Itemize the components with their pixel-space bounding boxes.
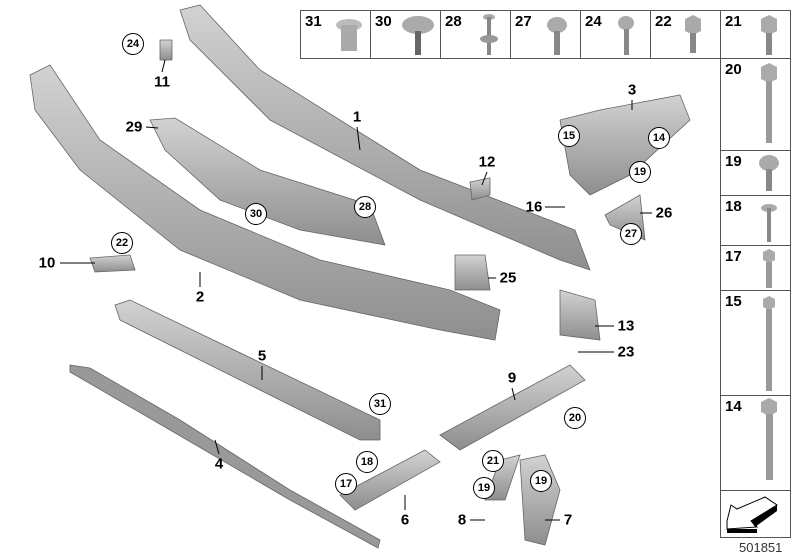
legend-cell-21: 21 (720, 10, 791, 59)
part-2-bumper-absorber (29, 64, 501, 341)
legend-number: 31 (305, 13, 322, 30)
hex-bolt-icon (685, 15, 701, 53)
callout-4: 4 (214, 455, 224, 473)
rivet-nut-icon (336, 19, 362, 51)
legend-number: 14 (725, 398, 742, 415)
legend-number: 27 (515, 13, 532, 30)
legend-cell-19: 19 (720, 150, 791, 196)
socket-screw-icon (618, 16, 634, 55)
legend-cell-22: 22 (650, 10, 721, 59)
callout-16: 16 (525, 198, 543, 216)
torx-screw-icon (759, 155, 779, 191)
circled-callout-20: 20 (564, 407, 586, 429)
legend-number: 21 (725, 13, 742, 30)
part-6-crash-box (339, 449, 441, 511)
callout-5: 5 (257, 347, 267, 365)
circled-callout-22: 22 (111, 232, 133, 254)
legend-cell-27: 27 (510, 10, 581, 59)
legend-number: 20 (725, 61, 742, 78)
callout-7: 7 (563, 511, 573, 529)
callout-25: 25 (499, 269, 517, 287)
circled-callout-27: 27 (620, 223, 642, 245)
callout-13: 13 (617, 317, 635, 335)
callout-3: 3 (627, 81, 637, 99)
legend-cell-20: 20 (720, 58, 791, 151)
circled-callout-19: 19 (629, 161, 651, 183)
hex-bolt-icon (761, 63, 777, 143)
callout-8: 8 (457, 511, 467, 529)
part-4-strip (69, 364, 381, 549)
callout-1: 1 (352, 108, 362, 126)
legend-number: 17 (725, 248, 742, 265)
hex-bolt-icon (761, 15, 777, 55)
callout-23: 23 (617, 343, 635, 361)
circled-callout-17: 17 (335, 473, 357, 495)
legend-cell-24: 24 (580, 10, 651, 59)
part-29-panel (149, 117, 386, 246)
callout-9: 9 (507, 369, 517, 387)
legend-number: 30 (375, 13, 392, 30)
circled-callout-15: 15 (558, 125, 580, 147)
part-13-bracket (559, 289, 601, 341)
part-7-bracket (519, 454, 561, 546)
expanding-rivet-icon (402, 16, 434, 55)
legend-number: 15 (725, 293, 742, 310)
circled-callout-14: 14 (648, 127, 670, 149)
part-11-clip (159, 39, 173, 61)
callout-26: 26 (655, 204, 673, 222)
blind-rivet-icon (761, 204, 777, 242)
callout-2: 2 (195, 288, 205, 306)
clip-rivet-icon (480, 14, 498, 55)
legend-cell-15: 15 (720, 290, 791, 396)
direction-arrow-cell (720, 490, 791, 538)
legend-number: 24 (585, 13, 602, 30)
callout-12: 12 (478, 153, 496, 171)
callout-6: 6 (400, 511, 410, 529)
callout-10: 10 (38, 254, 56, 272)
part-10-bracket (89, 254, 136, 273)
legend-cell-30: 30 (370, 10, 441, 59)
circled-callout-24: 24 (122, 33, 144, 55)
part-1-carrier-beam (179, 4, 591, 271)
circled-callout-28: 28 (354, 196, 376, 218)
torx-screw-icon (547, 17, 567, 55)
part-25-block (454, 254, 491, 291)
legend-cell-17: 17 (720, 245, 791, 291)
callout-11: 11 (154, 73, 170, 91)
legend-number: 22 (655, 13, 672, 30)
diagram-number: 501851 (739, 540, 783, 555)
hex-bolt-icon (763, 249, 775, 288)
circled-callout-19: 19 (473, 477, 495, 499)
circled-callout-30: 30 (245, 203, 267, 225)
legend-number: 18 (725, 198, 742, 215)
legend-cell-18: 18 (720, 195, 791, 246)
circled-callout-19: 19 (530, 470, 552, 492)
hex-bolt-icon (763, 296, 775, 391)
circled-callout-21: 21 (482, 450, 504, 472)
legend-number: 28 (445, 13, 462, 30)
legend-number: 19 (725, 153, 742, 170)
circled-callout-18: 18 (356, 451, 378, 473)
direction-arrow-icon (726, 496, 778, 533)
legend-cell-31: 31 (300, 10, 371, 59)
part-5-bracket (114, 299, 381, 441)
legend-cell-28: 28 (440, 10, 511, 59)
part-3-bracket (559, 94, 691, 196)
legend-cell-14: 14 (720, 395, 791, 491)
hex-bolt-icon (761, 398, 777, 480)
part-9-crash-box (439, 364, 586, 451)
circled-callout-31: 31 (369, 393, 391, 415)
part-12-clip (469, 177, 491, 201)
callout-29: 29 (125, 118, 143, 136)
